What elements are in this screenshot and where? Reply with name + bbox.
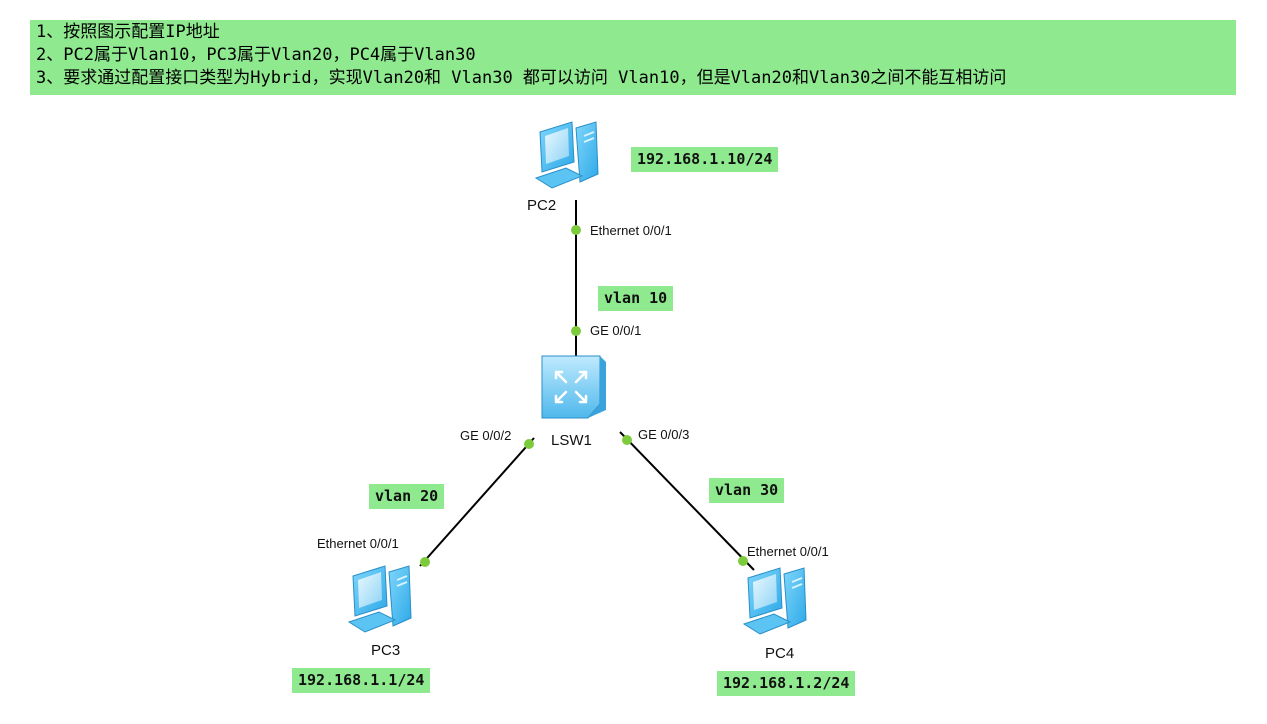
port-dot-pc4 xyxy=(738,556,748,566)
pc2-ip-tag: 192.168.1.10/24 xyxy=(631,147,779,172)
port-dot-lsw1-ge3 xyxy=(622,435,632,445)
vlan30-tag: vlan 30 xyxy=(709,478,785,503)
pc4-icon xyxy=(743,567,807,635)
requirement-line-2: 2、PC2属于Vlan10，PC3属于Vlan20，PC4属于Vlan30 xyxy=(36,45,476,65)
link-lsw1-pc3 xyxy=(419,437,535,567)
lsw1-ge3-label: GE 0/0/3 xyxy=(638,427,690,442)
vlan20-tag: vlan 20 xyxy=(369,484,445,509)
requirements-note: 1、按照图示配置IP地址 2、PC2属于Vlan10，PC3属于Vlan20，P… xyxy=(30,20,1236,95)
pc2-port-label: Ethernet 0/0/1 xyxy=(590,223,672,238)
pc3-icon xyxy=(348,565,412,633)
lsw1-ge1-label: GE 0/0/1 xyxy=(590,323,642,338)
pc4-ip-tag: 192.168.1.2/24 xyxy=(717,671,856,696)
port-dot-pc2 xyxy=(571,225,581,235)
port-dot-lsw1-ge2 xyxy=(524,439,534,449)
pc3-name: PC3 xyxy=(371,642,401,659)
port-dot-lsw1-ge1 xyxy=(571,326,581,336)
pc3-port-label: Ethernet 0/0/1 xyxy=(317,536,399,551)
vlan10-tag: vlan 10 xyxy=(598,286,674,311)
lsw1-ge2-label: GE 0/0/2 xyxy=(460,428,512,443)
pc2-icon xyxy=(535,121,599,189)
pc3-ip-tag: 192.168.1.1/24 xyxy=(292,668,431,693)
requirement-line-3: 3、要求通过配置接口类型为Hybrid，实现Vlan20和 Vlan30 都可以… xyxy=(36,68,1007,88)
pc2-name: PC2 xyxy=(527,197,557,214)
link-lsw1-pc4 xyxy=(619,431,755,571)
pc4-port-label: Ethernet 0/0/1 xyxy=(747,544,829,559)
lsw1-name: LSW1 xyxy=(551,432,592,449)
requirement-line-1: 1、按照图示配置IP地址 xyxy=(36,22,220,42)
switch-icon xyxy=(541,355,606,419)
pc4-name: PC4 xyxy=(765,645,795,662)
port-dot-pc3 xyxy=(420,557,430,567)
